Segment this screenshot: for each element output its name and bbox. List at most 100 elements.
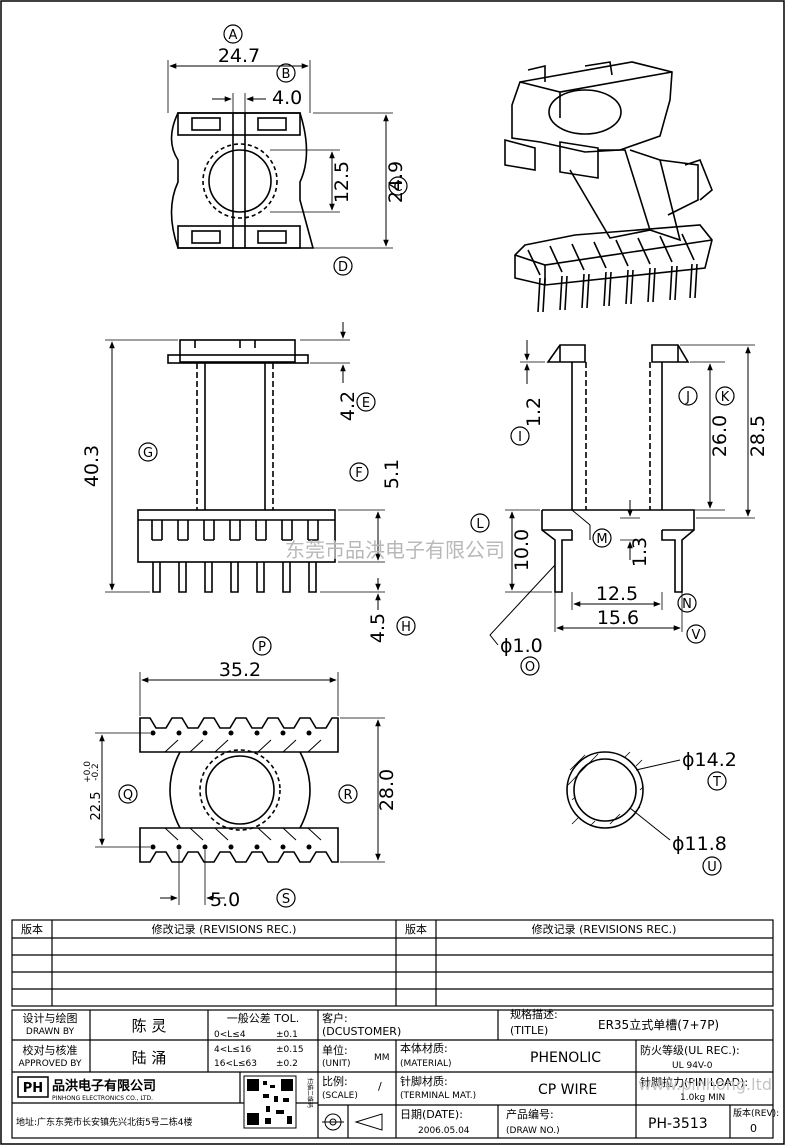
company-address: 地址:广东东莞市长安镇先兴北街5号二栋4楼 — [16, 1116, 193, 1128]
company-logo-box — [17, 1076, 49, 1098]
scale-label-en: (SCALE) — [322, 1091, 358, 1101]
dim-width-24-7: 24.7 — [218, 45, 260, 67]
unit-value: MM — [374, 1053, 390, 1063]
terminal-value: CP WIRE — [538, 1082, 597, 1098]
projection-symbol-icon — [322, 1113, 383, 1131]
watermark-url: www.pinhong.ltd — [638, 1075, 772, 1094]
title-label-en: (TITLE) — [510, 1024, 548, 1037]
callout-b: B — [282, 67, 291, 82]
unit-label-en: (UNIT) — [322, 1059, 351, 1069]
rev-value: 0 — [750, 1122, 757, 1135]
tol-range-2: 4<L≤16 — [214, 1045, 252, 1055]
dim-span-12-5: 12.5 — [596, 583, 638, 605]
qr-code — [243, 1075, 297, 1129]
dim-pin-length-4-5: 4.5 — [367, 613, 389, 643]
callout-c: C — [393, 180, 402, 195]
callout-s: S — [282, 892, 290, 907]
material-label: 本体材质: — [400, 1041, 448, 1055]
dim-step-1-3: 1.3 — [629, 537, 651, 567]
drawno-label-en: (DRAW NO.) — [506, 1126, 560, 1136]
callout-j: J — [685, 390, 690, 405]
side-view — [489, 340, 755, 646]
callout-k: K — [721, 390, 730, 405]
dim-width-28-0: 28.0 — [376, 769, 398, 811]
title-value: ER35立式单槽(7+7P) — [598, 1017, 719, 1032]
top-view — [167, 60, 393, 249]
dim-span-15-6: 15.6 — [597, 607, 639, 629]
dim-base-10-0: 10.0 — [511, 529, 533, 571]
ul-label: 防火等级(UL REC.): — [640, 1043, 740, 1057]
pin-load-label: 针脚拉力(PIN LOAD): — [640, 1075, 748, 1089]
dim-inner-26-0: 26.0 — [709, 415, 731, 457]
dim-pitch-5-0: 5.0 — [210, 889, 240, 911]
revision-table — [11, 919, 774, 1007]
approved-by-label: 校对与核准 — [23, 1043, 78, 1057]
designer-name: 陈 灵 — [132, 1017, 167, 1035]
rev-header-record-right: 修改记录 (REVISIONS REC.) — [532, 922, 677, 936]
callout-d: D — [338, 260, 348, 275]
tol-value-3: ±0.2 — [276, 1059, 298, 1069]
callout-v: V — [692, 628, 701, 643]
company-logo: PH — [23, 1081, 43, 1096]
callout-a: A — [229, 28, 238, 43]
rev-header-version-right: 版本 — [405, 922, 427, 936]
callout-t: T — [712, 775, 721, 790]
callout-p: P — [258, 640, 266, 655]
tol-value-1: ±0.1 — [276, 1030, 298, 1040]
rev-header-record-left: 修改记录 (REVISIONS REC.) — [152, 922, 297, 936]
scale-value: / — [378, 1080, 382, 1093]
callout-r: R — [343, 788, 352, 803]
top-view-outline — [170, 112, 315, 249]
drawno-value: PH-3513 — [648, 1116, 708, 1132]
unit-label: 单位: — [322, 1043, 348, 1057]
title-block — [11, 1009, 774, 1139]
rev-label: 版本(REV): — [733, 1107, 779, 1119]
watermark-company: 东莞市品洪电子有限公司 — [285, 538, 505, 562]
callout-letters: A B C D E F G H I J K L M N O P Q R S T … — [123, 28, 730, 907]
isometric-view — [504, 61, 713, 313]
dim-base-5-1: 5.1 — [381, 459, 403, 489]
designed-by-label-en: DRAWN BY — [26, 1027, 75, 1037]
drawno-label: 产品编号: — [506, 1107, 554, 1121]
tolerance-title: 一般公差 TOL. — [227, 1011, 300, 1025]
dim-length-35-2: 35.2 — [219, 659, 261, 681]
callout-m: M — [596, 532, 607, 547]
terminal-label: 针脚材质: — [400, 1074, 448, 1088]
bottom-view — [95, 672, 385, 905]
callout-e: E — [362, 396, 370, 411]
callout-g: G — [143, 446, 153, 461]
approver-name: 陆 涌 — [132, 1049, 167, 1067]
customer-label-en: (DCUSTOMER) — [322, 1025, 401, 1038]
tol-value-2: ±0.15 — [276, 1045, 304, 1055]
date-label: 日期(DATE): — [400, 1108, 463, 1121]
callout-f: F — [355, 466, 362, 481]
dim-tube-inner: ϕ11.8 — [672, 833, 727, 855]
dim-core-12-5: 12.5 — [331, 161, 353, 203]
tube-section — [566, 751, 681, 841]
dim-height-24-9: 24.9 — [385, 161, 407, 203]
company-name-en: PINHONG ELECTRONICS CO., LTD. — [52, 1095, 153, 1102]
callout-u: U — [707, 860, 717, 875]
company-name: 品洪电子有限公司 — [52, 1078, 156, 1094]
callout-h: H — [401, 620, 411, 635]
dim-tolerance-minus: -0.2 — [91, 763, 101, 781]
tol-range-3: 16<L≤63 — [214, 1059, 257, 1069]
callout-labels — [118, 24, 735, 908]
dim-flange-4-2: 4.2 — [337, 391, 359, 421]
dim-outer-28-5: 28.5 — [747, 415, 769, 457]
title-label: 规格描述: — [510, 1007, 558, 1021]
date-value: 2006.05.04 — [418, 1126, 470, 1136]
callout-i: I — [518, 430, 522, 445]
front-view — [105, 322, 385, 610]
ul-value: UL 94V-0 — [672, 1061, 713, 1071]
approved-by-label-en: APPROVED BY — [18, 1059, 82, 1069]
material-value: PHENOLIC — [530, 1050, 601, 1066]
callout-n: N — [682, 597, 692, 612]
qr-caption: 扫描二维码 — [306, 1078, 314, 1108]
dim-total-height-40-3: 40.3 — [81, 445, 103, 487]
dim-tube-outer: ϕ14.2 — [682, 749, 737, 771]
scale-label: 比例: — [322, 1074, 348, 1088]
pin-load-value: 1.0kg MIN — [680, 1093, 725, 1103]
callout-o: O — [525, 660, 535, 675]
